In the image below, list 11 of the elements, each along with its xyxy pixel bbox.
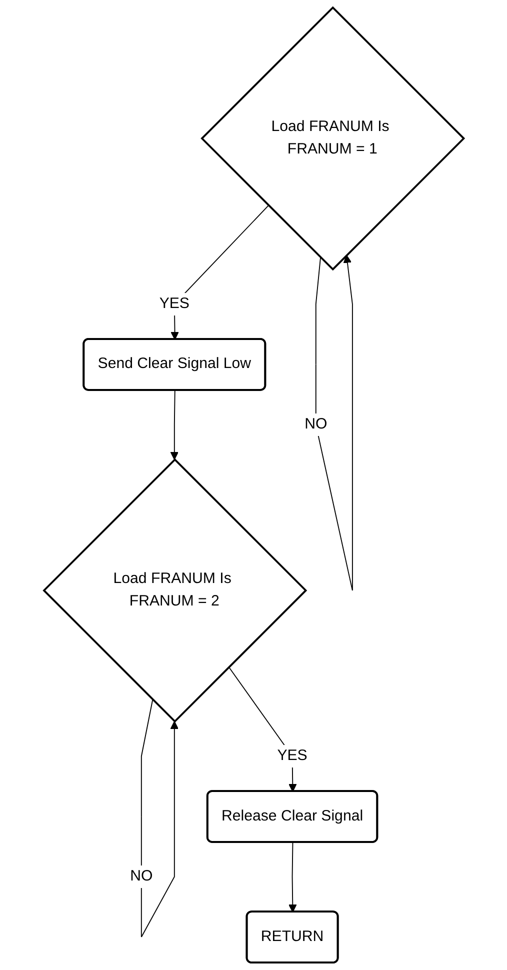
edge-label: YES (276, 748, 307, 764)
edge-label: NO (304, 416, 327, 432)
edge-label: YES (158, 296, 190, 312)
arrow (170, 390, 178, 460)
arrow (140, 699, 178, 938)
edge-label: NO (130, 868, 152, 884)
arrow (315, 254, 353, 591)
node-diamond (200, 6, 465, 271)
flowchart: Load FRANUM Is FRANUM = 1 YES Send Clear Signal Low NO Load FRANUM Is FRANUM = 2 YES Release Clear Signal NO RETURN (22, 0, 484, 970)
arrow (288, 842, 296, 912)
node-diamond (42, 458, 307, 723)
